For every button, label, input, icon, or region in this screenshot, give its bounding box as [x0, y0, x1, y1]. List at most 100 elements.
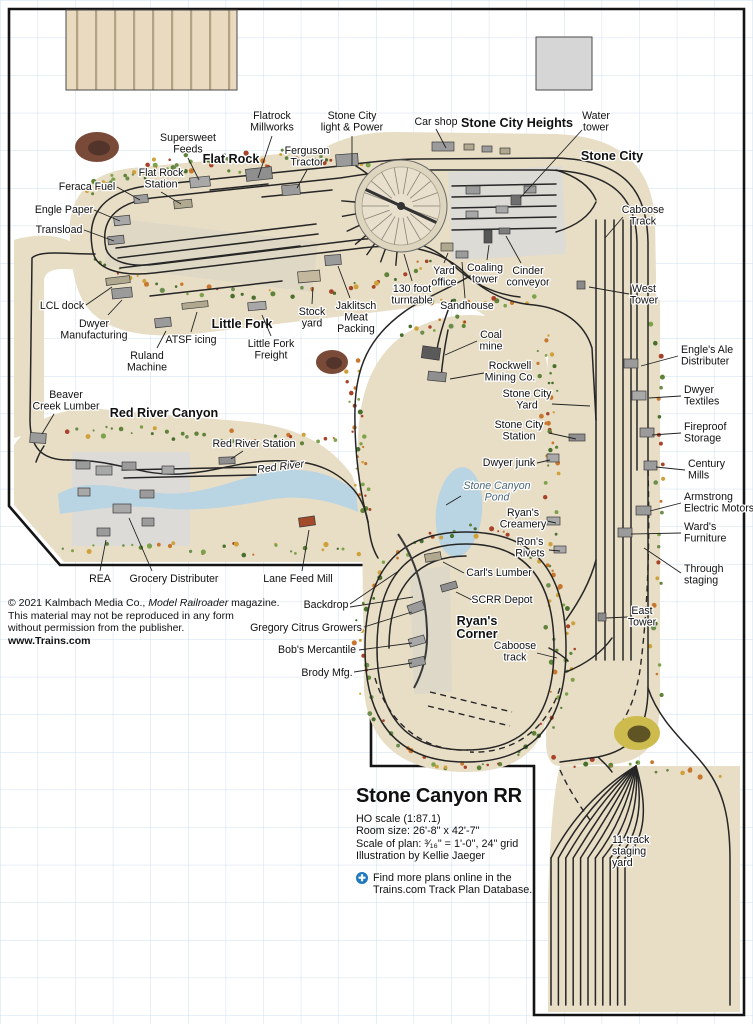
turntable-spoke [402, 217, 409, 245]
tree-dot [252, 159, 256, 163]
tree-dot [349, 390, 354, 396]
leader-line [99, 539, 107, 572]
tree-dot [661, 476, 666, 481]
tree-dot [180, 431, 185, 436]
copyright-line-1: © 2021 Kalmbach Media Co., Model Railroa… [8, 597, 280, 609]
tree-dot [329, 289, 334, 294]
tree-dot [659, 499, 663, 503]
building [96, 527, 111, 537]
leader-line [85, 286, 113, 306]
tree-dot [356, 551, 361, 557]
turntable-spoke [381, 172, 396, 196]
tree-dot [565, 606, 570, 611]
tree-dot [470, 303, 475, 308]
label-lcl-dock: LCL dock [40, 300, 85, 312]
tree-dot [429, 259, 432, 263]
leader-line [461, 261, 466, 299]
tree-dot [547, 429, 552, 434]
tree-dot [424, 259, 429, 264]
building [420, 345, 442, 361]
stairs-area [65, 9, 238, 91]
tree-dot [143, 176, 147, 180]
stone-canyon-pond-water [435, 467, 483, 557]
tree-dot [231, 287, 235, 292]
tree-dot [364, 462, 368, 466]
leader-line [301, 529, 310, 572]
tree-dot [354, 483, 357, 487]
tree-dot [273, 434, 277, 438]
tree-dot [316, 439, 320, 444]
track-path [367, 521, 379, 559]
tree-dot [254, 441, 258, 445]
leader-line [296, 169, 308, 189]
tree-dot [517, 753, 520, 756]
hidden-track-path [615, 469, 650, 731]
tree-dot [168, 158, 171, 162]
building [643, 460, 658, 471]
leader-line [41, 413, 55, 435]
leader-line [349, 569, 401, 605]
tree-dot [222, 544, 226, 548]
tree-dot [75, 427, 79, 431]
building [455, 250, 469, 259]
turntable-spoke [412, 192, 438, 203]
tree-dot [200, 549, 206, 555]
leader-line [107, 299, 123, 316]
tree-dot [543, 495, 548, 500]
leader-line [605, 616, 629, 619]
tree-dot [210, 155, 214, 159]
leader-line [261, 314, 272, 337]
tree-dot [365, 162, 371, 168]
tree-dot [549, 371, 552, 375]
tree-dot [647, 644, 653, 649]
tree-dot [214, 440, 217, 443]
leader-line [651, 432, 682, 436]
tree-dot [324, 158, 329, 162]
tree-dot [547, 381, 551, 385]
tree-dot [659, 374, 665, 380]
track-path [624, 765, 645, 859]
turntable-spoke [406, 172, 421, 196]
building [406, 600, 426, 615]
tree-dot [111, 177, 116, 182]
tree-dot [654, 770, 658, 774]
rock-formation-core [88, 140, 110, 156]
building [427, 370, 447, 383]
tree-dot [252, 153, 258, 159]
tree-dot [298, 151, 301, 154]
tree-dot [382, 719, 385, 722]
tree-dot [174, 285, 178, 288]
tree-dot [227, 169, 231, 173]
tree-dot [573, 765, 576, 768]
label-feraca-fuel: Feraca Fuel [59, 181, 116, 193]
track-path [565, 765, 637, 859]
label-atsf-icing: ATSF icing [165, 334, 216, 346]
tree-dot [448, 323, 454, 329]
building [499, 147, 511, 155]
tree-dot [110, 427, 114, 430]
building [465, 210, 479, 219]
tree-dot [355, 358, 361, 363]
building [111, 286, 133, 300]
tree-dot [372, 597, 376, 600]
tree-dot [381, 560, 386, 564]
tree-dot [432, 329, 436, 332]
tree-dot [300, 285, 304, 290]
tree-dot [152, 162, 158, 168]
tree-dot [341, 547, 345, 551]
tree-dot [473, 533, 479, 539]
tree-dot [539, 413, 544, 419]
label-backdrop: Backdrop [304, 599, 349, 611]
leader-line [588, 286, 630, 295]
building [463, 143, 475, 151]
turntable [341, 159, 448, 266]
tree-dot [656, 560, 661, 565]
turntable-spoke [406, 216, 421, 240]
